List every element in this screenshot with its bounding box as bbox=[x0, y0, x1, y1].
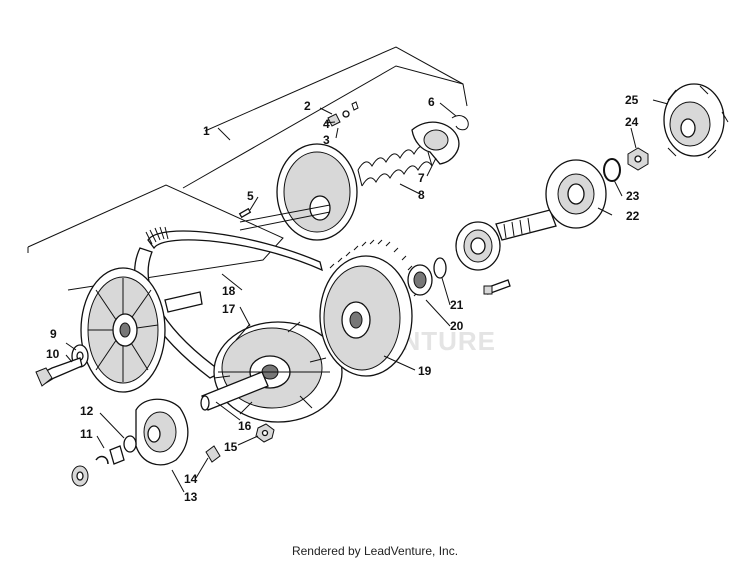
bushing-part bbox=[407, 264, 433, 296]
bushing-ring-part bbox=[123, 435, 137, 453]
shaft-part bbox=[200, 371, 269, 411]
callout-9: 9 bbox=[50, 327, 57, 341]
spring-part bbox=[357, 145, 433, 187]
secondary-sheave bbox=[239, 143, 358, 241]
callout-2: 2 bbox=[304, 99, 311, 113]
lock-nut-part bbox=[255, 423, 275, 443]
small-bolt-part bbox=[483, 279, 511, 295]
clip-part bbox=[205, 445, 221, 463]
callout-23: 23 bbox=[626, 189, 640, 203]
callout-3: 3 bbox=[323, 133, 330, 147]
driven-clutch-part bbox=[319, 239, 419, 377]
callout-24: 24 bbox=[625, 115, 639, 129]
snap-ring-part bbox=[451, 115, 469, 131]
o-ring-part bbox=[603, 158, 621, 182]
callout-12: 12 bbox=[80, 404, 94, 418]
callout-1: 1 bbox=[203, 124, 210, 138]
callout-16: 16 bbox=[238, 419, 252, 433]
bolt-part bbox=[35, 357, 83, 387]
spacer-part bbox=[433, 257, 447, 279]
callout-14: 14 bbox=[184, 472, 198, 486]
callout-18: 18 bbox=[222, 284, 236, 298]
callout-20: 20 bbox=[450, 319, 464, 333]
callout-10: 10 bbox=[46, 347, 60, 361]
clutch-drum-part bbox=[663, 83, 729, 159]
callout-22: 22 bbox=[626, 209, 640, 223]
callout-15: 15 bbox=[224, 440, 238, 454]
callout-7: 7 bbox=[418, 171, 425, 185]
callout-6: 6 bbox=[428, 95, 435, 109]
callout-5: 5 bbox=[247, 189, 254, 203]
assembly-bracket bbox=[27, 46, 468, 291]
callout-13: 13 bbox=[184, 490, 198, 504]
retaining-clip-part bbox=[95, 455, 109, 465]
pin-part bbox=[238, 207, 252, 219]
bearing-part bbox=[455, 221, 501, 271]
leader-lines bbox=[65, 99, 669, 493]
roller-part bbox=[109, 445, 125, 465]
callout-19: 19 bbox=[418, 364, 432, 378]
callout-labels: 1 2 3 4 5 6 7 8 9 10 11 12 13 14 15 16 1… bbox=[46, 93, 640, 504]
screw-part bbox=[327, 101, 359, 127]
callout-11: 11 bbox=[80, 427, 93, 441]
output-shaft-part bbox=[495, 159, 607, 241]
callout-8: 8 bbox=[418, 188, 425, 202]
nut-part bbox=[627, 147, 649, 171]
cam-part bbox=[411, 121, 460, 165]
primary-fixed-sheave bbox=[80, 267, 203, 393]
gear-washer-part bbox=[71, 465, 89, 487]
callout-21: 21 bbox=[450, 298, 464, 312]
footer-credit: Rendered by LeadVenture, Inc. bbox=[291, 544, 459, 558]
callout-17: 17 bbox=[222, 302, 236, 316]
callout-25: 25 bbox=[625, 93, 639, 107]
movable-face-part bbox=[135, 398, 189, 466]
callout-4: 4 bbox=[323, 117, 330, 131]
